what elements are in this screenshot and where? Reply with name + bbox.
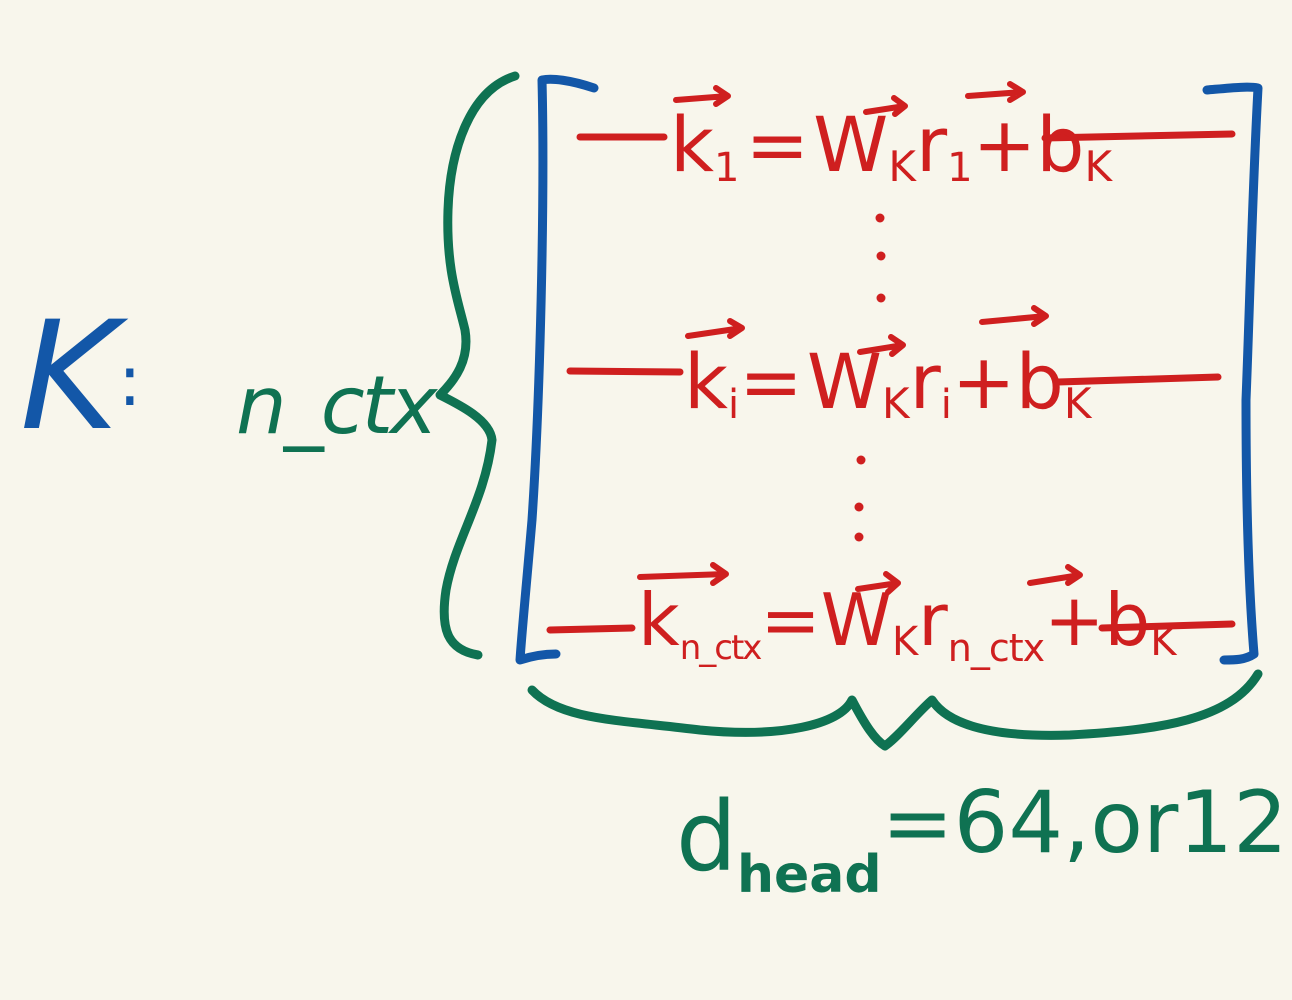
matrix-symbol: K	[20, 290, 129, 464]
row-n-ctx: kn_ctx=WKrn_ctx+bK	[546, 562, 1236, 670]
row-i: ki=WKri+bK	[566, 305, 1222, 428]
columns-curly-brace	[527, 669, 1263, 751]
row-1-right-rule	[1041, 130, 1236, 142]
rows-dimension-label: n_ctx	[236, 359, 439, 452]
row-i-vector-arrows	[685, 305, 1049, 357]
row-i-left-rule	[566, 367, 684, 376]
ellipsis-upper	[875, 213, 886, 303]
row-n-ctx-left-rule	[546, 624, 636, 634]
row-n-ctx-right-rule	[1098, 620, 1236, 632]
row-1-vector-arrows	[673, 81, 1026, 117]
row-i-right-rule	[1054, 373, 1222, 386]
row-1: k1=WKr1+bK	[576, 81, 1236, 191]
matrix-right-bracket	[1202, 82, 1263, 665]
rows-curly-brace	[435, 71, 520, 660]
row-1-equation: k1=WKr1+bK	[670, 100, 1114, 191]
matrix-symbol-colon: :	[118, 340, 142, 422]
ellipsis-lower	[854, 455, 866, 542]
columns-dimension-label: dhead=64,or128	[676, 773, 1292, 905]
row-i-equation: ki=WKri+bK	[684, 337, 1093, 428]
row-n-ctx-equation: kn_ctx=WKrn_ctx+bK	[638, 578, 1178, 670]
matrix-left-bracket	[515, 74, 599, 665]
row-n-ctx-vector-arrows	[637, 562, 1083, 595]
